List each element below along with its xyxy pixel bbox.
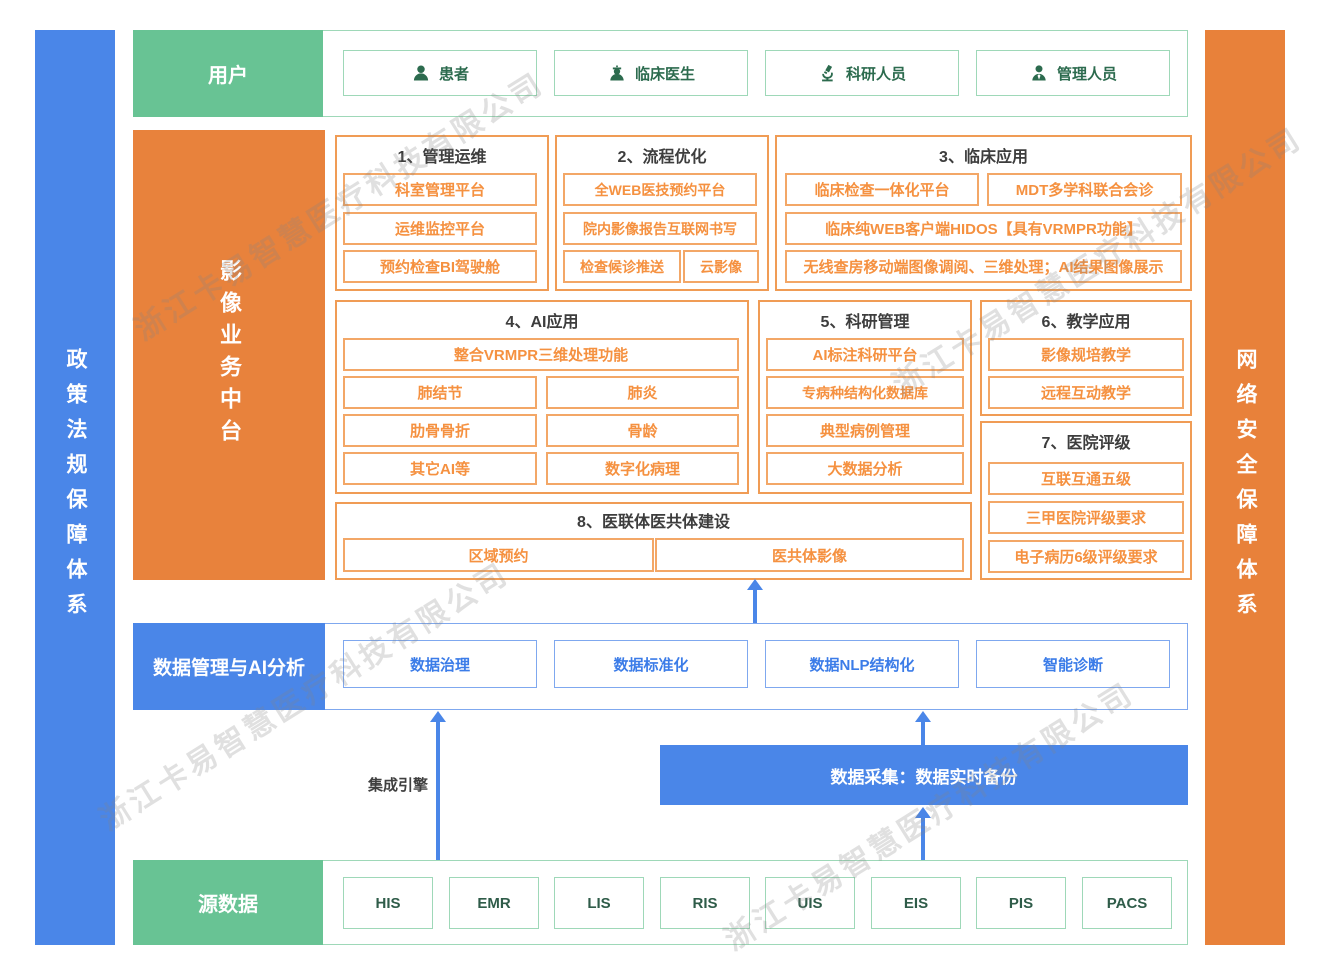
platform-item: 医共体影像 — [655, 538, 964, 572]
platform-item: 区域预约 — [343, 538, 654, 572]
platform-item: 云影像 — [683, 250, 759, 283]
platform-item: 互联互通五级 — [988, 462, 1184, 495]
manager-icon — [1029, 63, 1049, 83]
platform-item: 整合VRMPR三维处理功能 — [343, 338, 739, 371]
section-clinical-application: 3、临床应用 临床检查一体化平台 MDT多学科联合会诊 临床纯WEB客户端HID… — [775, 135, 1192, 291]
data-mgmt-item: 数据标准化 — [554, 640, 748, 688]
source-item: PACS — [1082, 877, 1172, 929]
platform-label: 影像业务中台 — [217, 259, 242, 451]
user-item-researcher: 科研人员 — [765, 50, 959, 96]
user-item-manager: 管理人员 — [976, 50, 1170, 96]
up-arrow-icon — [915, 711, 931, 722]
source-item: UIS — [765, 877, 855, 929]
section-process-optimization: 2、流程优化 全WEB医技预约平台 院内影像报告互联网书写 检查候诊推送 云影像 — [555, 135, 769, 291]
section-management-ops: 1、管理运维 科室管理平台 运维监控平台 预约检查BI驾驶舱 — [335, 135, 549, 291]
user-item-doctor: 临床医生 — [554, 50, 748, 96]
user-item-label: 临床医生 — [634, 65, 695, 83]
section-title: 2、流程优化 — [617, 149, 707, 166]
platform-item: 数字化病理 — [546, 452, 739, 485]
arrow-line — [436, 721, 440, 860]
user-item-label: 管理人员 — [1056, 65, 1117, 83]
source-item: EIS — [871, 877, 961, 929]
source-item: HIS — [343, 877, 433, 929]
section-title: 7、医院评级 — [1041, 435, 1131, 452]
platform-item: 肺结节 — [343, 376, 537, 409]
arrow-line — [921, 817, 925, 860]
platform-item: 远程互动教学 — [988, 376, 1184, 409]
section-title: 6、教学应用 — [1041, 314, 1131, 331]
platform-item: MDT多学科联合会诊 — [987, 173, 1182, 206]
data-mgmt-item: 数据NLP结构化 — [765, 640, 959, 688]
platform-item: 影像规培教学 — [988, 338, 1184, 371]
section-medical-alliance: 8、医联体医共体建设 区域预约 医共体影像 — [335, 502, 972, 580]
platform-item: 专病种结构化数据库 — [766, 376, 964, 409]
up-arrow-icon — [915, 807, 931, 818]
section-research-management: 5、科研管理 AI标注科研平台 专病种结构化数据库 典型病例管理 大数据分析 — [758, 300, 972, 494]
policy-regulation-bar: 政策法规保障体系 — [35, 30, 115, 945]
platform-item: 肋骨骨折 — [343, 414, 537, 447]
platform-item: 骨龄 — [546, 414, 739, 447]
platform-item: 电子病历6级评级要求 — [988, 540, 1184, 573]
section-hospital-rating: 7、医院评级 互联互通五级 三甲医院评级要求 电子病历6级评级要求 — [980, 421, 1192, 580]
section-title: 8、医联体医共体建设 — [577, 514, 730, 531]
data-mgmt-item: 数据治理 — [343, 640, 537, 688]
source-item: PIS — [976, 877, 1066, 929]
up-arrow-icon — [747, 579, 763, 590]
platform-item: 典型病例管理 — [766, 414, 964, 447]
section-title: 5、科研管理 — [820, 314, 910, 331]
arrow-line — [753, 589, 757, 623]
data-mgmt-item: 智能诊断 — [976, 640, 1170, 688]
section-title: 1、管理运维 — [397, 149, 487, 166]
data-mgmt-label: 数据管理与AI分析 — [133, 623, 325, 710]
platform-item: 三甲医院评级要求 — [988, 501, 1184, 534]
patient-icon — [411, 63, 431, 83]
source-row-label: 源数据 — [133, 860, 323, 945]
source-item: EMR — [449, 877, 539, 929]
up-arrow-icon — [430, 711, 446, 722]
policy-regulation-label: 政策法规保障体系 — [64, 347, 87, 628]
data-collect-box: 数据采集：数据实时备份 — [660, 745, 1188, 805]
platform-item: 运维监控平台 — [343, 212, 537, 245]
microscope-icon — [818, 63, 838, 83]
source-item: RIS — [660, 877, 750, 929]
platform-item: 肺炎 — [546, 376, 739, 409]
platform-item: 临床检查一体化平台 — [785, 173, 979, 206]
platform-item: AI标注科研平台 — [766, 338, 964, 371]
platform-item: 其它AI等 — [343, 452, 537, 485]
integration-engine-label: 集成引擎 — [367, 777, 428, 794]
platform-item: 科室管理平台 — [343, 173, 537, 206]
platform-item: 检查候诊推送 — [563, 250, 681, 283]
network-security-bar: 网络安全保障体系 — [1205, 30, 1285, 945]
platform-item: 大数据分析 — [766, 452, 964, 485]
user-item-label: 科研人员 — [845, 65, 906, 83]
section-ai-application: 4、AI应用 整合VRMPR三维处理功能 肺结节 肺炎 肋骨骨折 骨龄 其它AI… — [335, 300, 749, 494]
section-title: 3、临床应用 — [939, 149, 1028, 166]
user-item-patient: 患者 — [343, 50, 537, 96]
source-item: LIS — [554, 877, 644, 929]
platform-item: 无线查房移动端图像调阅、三维处理；AI结果图像展示 — [785, 250, 1182, 283]
platform-item: 预约检查BI驾驶舱 — [343, 250, 537, 283]
section-title: 4、AI应用 — [505, 314, 579, 331]
users-row-label: 用户 — [133, 30, 323, 117]
platform-item: 院内影像报告互联网书写 — [563, 212, 757, 245]
section-teaching-application: 6、教学应用 影像规培教学 远程互动教学 — [980, 300, 1192, 416]
platform-item: 全WEB医技预约平台 — [563, 173, 757, 206]
platform-item: 临床纯WEB客户端HIDOS【具有VRMPR功能】 — [785, 212, 1182, 245]
arrow-line — [921, 721, 925, 745]
platform-label-block: 影像业务中台 — [133, 130, 325, 580]
network-security-label: 网络安全保障体系 — [1234, 347, 1257, 628]
doctor-icon — [607, 63, 627, 83]
user-item-label: 患者 — [438, 65, 469, 83]
